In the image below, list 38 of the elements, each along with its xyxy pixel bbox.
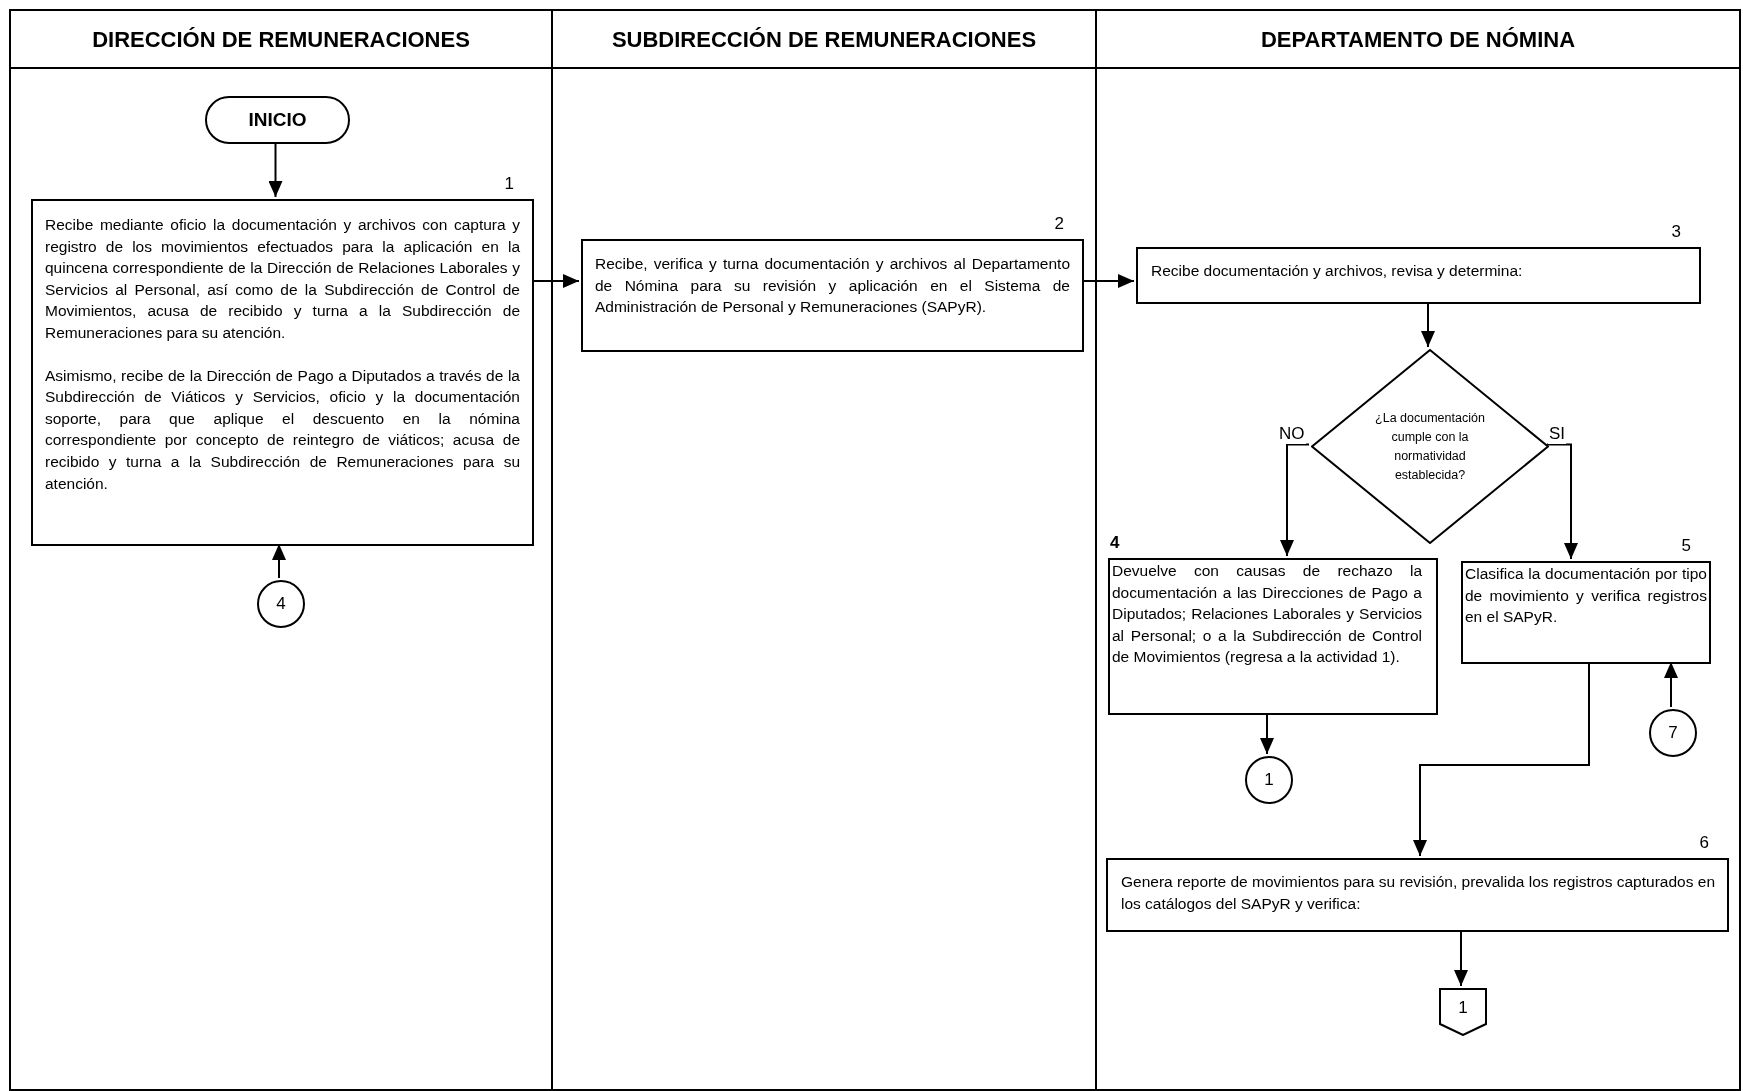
connector-number: 4 [276, 593, 286, 616]
terminal-label: INICIO [248, 107, 307, 132]
flow-arrow [1280, 443, 1310, 557]
process-box [1108, 558, 1438, 715]
swimlane [1095, 9, 1741, 1091]
process-text: Recibe mediante oficio la documentación y archivos con captura y registro de los movimientos efectuados para la aplicación en la quincena correspondiente de la Dirección de Relaciones Laborales y Servicios al Personal, así como de la Subdirección de Control de Movimientos, acusa de recibido y turna a la Subdirección de Remuneraciones para su atención. [45, 215, 520, 343]
process-text: Devuelve con causas de rechazo la documentación a las Direcciones de Pago a Diputados; Relaciones Laborales y Servicios al Personal; o a la Subdirección de Control de Movimientos (regresa a la actividad 1). [1112, 561, 1422, 668]
process-box [581, 239, 1084, 352]
terminal-shape [205, 96, 350, 144]
connector-number: 1 [1458, 997, 1468, 1020]
step-number: 5 [1681, 535, 1691, 557]
off-page-connector [1439, 988, 1487, 1036]
lane-header: SUBDIRECCIÓN DE REMUNERACIONES [611, 25, 1037, 54]
swimlane [551, 9, 1097, 1091]
flow-arrow [1546, 443, 1578, 560]
decision-text: ¿La documentación cumple con la normatividad establecida? [1374, 409, 1486, 484]
lane-header: DIRECCIÓN DE REMUNERACIONES [92, 25, 470, 54]
step-number: 4 [1110, 532, 1120, 554]
swimlane [9, 9, 553, 1091]
step-number: 2 [1054, 213, 1064, 235]
process-box [31, 199, 534, 546]
process-box [1461, 561, 1711, 664]
process-text: Asimismo, recibe de la Dirección de Pago a Diputados a través de la Subdirección de Viáticos y Servicios, oficio y la documentación soporte, para que aplique el descuento en la nómina correspondiente por concepto de reintegro de viáticos; acusa de recibido y turna a la Subdirección de Remuneraciones para su atención. [45, 365, 520, 494]
process-text: Recibe, verifica y turna documentación y archivos al Departamento de Nómina para su revisión y aplicación en el Sistema de Administración de Personal y Remuneraciones (SAPyR). [595, 254, 1070, 318]
connector-number: 1 [1264, 769, 1274, 792]
step-number: 6 [1699, 832, 1709, 854]
step-number: 1 [504, 173, 514, 195]
edge-label: SI [1548, 424, 1567, 444]
process-text: Genera reporte de movimientos para su revisión, prevalida los registros capturados en los catálogos del SAPyR y verifica: [1121, 872, 1715, 914]
decision-diamond [1311, 349, 1549, 544]
process-box [1106, 858, 1729, 932]
process-text: Recibe documentación y archivos, revisa y determina: [1151, 261, 1524, 281]
lane-header: DEPARTAMENTO DE NÓMINA [1260, 25, 1576, 54]
step-number: 3 [1671, 221, 1681, 243]
process-text: Clasifica la documentación por tipo de movimiento y verifica registros en el SAPyR. [1465, 564, 1707, 628]
connector-number: 7 [1668, 722, 1678, 745]
edge-label: NO [1278, 424, 1306, 444]
process-box [1136, 247, 1701, 304]
